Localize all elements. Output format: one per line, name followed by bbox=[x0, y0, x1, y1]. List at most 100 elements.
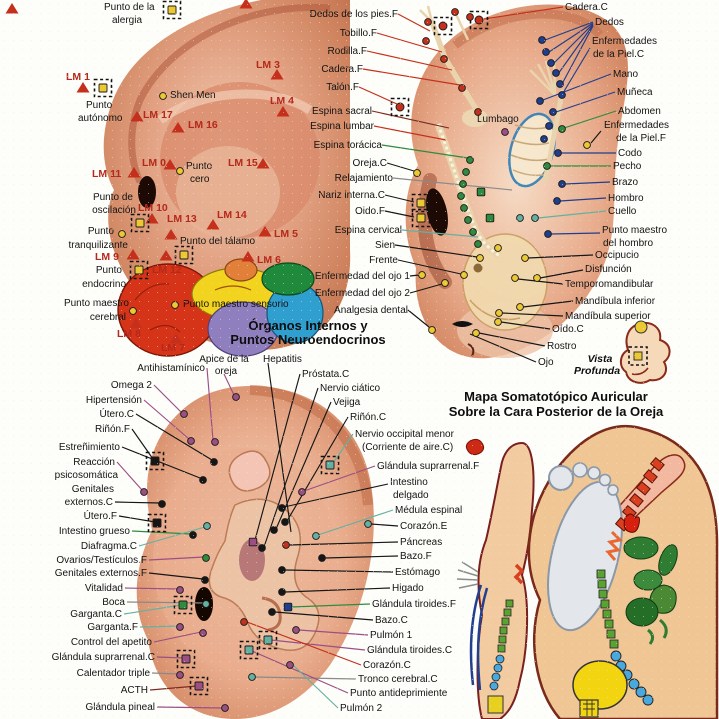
leader-line bbox=[409, 274, 420, 277]
section-title: Órganos Internos y bbox=[248, 318, 368, 333]
leader-line bbox=[366, 50, 453, 71]
point-label: Punto maestro bbox=[63, 298, 129, 309]
point-label: Nervio ciático bbox=[320, 383, 381, 394]
point-dot-marker bbox=[364, 520, 372, 528]
leader-line bbox=[288, 541, 399, 546]
point-label: Relajamiento bbox=[334, 173, 393, 184]
point-dot-marker bbox=[540, 135, 548, 143]
point-square-marker bbox=[179, 250, 189, 260]
leader-line bbox=[121, 446, 201, 479]
point-dot-marker bbox=[202, 600, 210, 608]
ear-back-map bbox=[527, 424, 719, 719]
point-dot-marker bbox=[282, 541, 290, 549]
point-label: psicosomática bbox=[54, 470, 118, 481]
leader-line bbox=[317, 509, 394, 536]
point-dot-marker bbox=[460, 204, 468, 212]
leader-line bbox=[469, 333, 537, 363]
landmark-triangle-marker bbox=[256, 158, 270, 169]
point-dot-marker bbox=[476, 254, 484, 262]
point-dot-marker bbox=[232, 393, 240, 401]
point-square-marker bbox=[98, 83, 108, 93]
point-dot-marker bbox=[140, 488, 148, 496]
leader-line bbox=[539, 269, 584, 279]
point-label: Codo bbox=[618, 148, 642, 159]
point-square-marker bbox=[263, 635, 273, 645]
point-dot-marker bbox=[544, 230, 552, 238]
landmark-triangle-marker bbox=[239, 0, 253, 9]
leader-line bbox=[371, 110, 450, 129]
point-dot-marker bbox=[521, 254, 529, 262]
point-dot-marker bbox=[189, 531, 197, 539]
point-label: Intestino bbox=[390, 477, 428, 488]
leader-line bbox=[148, 556, 205, 561]
point-label: Mandíbula superior bbox=[565, 311, 651, 322]
point-label: Apice de la bbox=[199, 354, 249, 365]
leader-line bbox=[370, 523, 399, 527]
brain-illustration bbox=[117, 258, 324, 357]
leader-line bbox=[483, 6, 564, 20]
dashed-box-marker bbox=[239, 640, 259, 660]
point-label: oreja bbox=[214, 366, 238, 377]
point-label: Estómago bbox=[395, 567, 441, 578]
point-label: Enfermedades bbox=[604, 120, 670, 131]
point-dot-marker bbox=[210, 458, 218, 466]
point-dot-marker bbox=[202, 554, 210, 562]
leader-line bbox=[384, 210, 415, 218]
point-label: Pulmón 1 bbox=[370, 630, 413, 641]
point-dot-marker bbox=[558, 125, 566, 133]
point-dot-marker bbox=[462, 168, 470, 176]
point-dot-marker bbox=[258, 544, 266, 552]
dashed-box-marker bbox=[162, 0, 182, 20]
landmark-triangle-marker bbox=[127, 167, 141, 178]
leader-line bbox=[223, 373, 235, 396]
point-dot-marker bbox=[281, 518, 289, 526]
leader-line bbox=[332, 433, 354, 464]
leader-line bbox=[562, 47, 591, 94]
point-dot-marker bbox=[536, 97, 544, 105]
landmark-label: LM 15 bbox=[228, 157, 258, 169]
point-dot-marker bbox=[201, 576, 209, 584]
leader-line bbox=[135, 413, 213, 461]
point-dot-marker bbox=[556, 80, 564, 88]
point-square-marker bbox=[283, 602, 293, 612]
point-label: Glándula pineal bbox=[85, 702, 156, 713]
point-dot-marker bbox=[240, 618, 248, 626]
point-label: Frente bbox=[369, 255, 398, 266]
landmark-triangle-marker bbox=[159, 250, 173, 261]
dashed-box-marker bbox=[147, 513, 167, 533]
point-dot-marker bbox=[176, 167, 184, 175]
point-dot-marker bbox=[533, 274, 541, 282]
point-label: Enfermedad del ojo 1 bbox=[314, 271, 410, 282]
point-label: Punto bbox=[87, 226, 114, 237]
leader-line bbox=[124, 587, 179, 590]
point-label: Riñón.F bbox=[94, 424, 130, 435]
point-label: Analgesia dental bbox=[334, 305, 408, 316]
leader-line bbox=[557, 24, 594, 75]
point-dot-marker bbox=[464, 216, 472, 224]
point-label: Nariz interna.C bbox=[318, 190, 385, 201]
dashed-box-marker bbox=[93, 78, 113, 98]
landmark-triangle-marker bbox=[206, 219, 220, 230]
point-label: Útero.F bbox=[83, 511, 117, 522]
leader-line bbox=[544, 21, 594, 41]
leader-line bbox=[542, 73, 612, 101]
leader-line bbox=[153, 384, 183, 414]
leader-line bbox=[246, 621, 362, 666]
point-dot-marker bbox=[531, 214, 539, 222]
section-title: Puntos Neuroendocrinos bbox=[230, 332, 386, 347]
point-dot-marker bbox=[472, 329, 480, 337]
point-label: Oreja.C bbox=[352, 158, 387, 169]
section-title: Sobre la Cara Posterior de la Oreja bbox=[448, 404, 664, 419]
point-label: Glándula suprarrenal.C bbox=[51, 652, 155, 663]
landmark-label: LM 3 bbox=[256, 59, 280, 71]
point-dot-marker bbox=[511, 274, 519, 282]
point-label: cero bbox=[190, 174, 210, 185]
point-dot-marker bbox=[457, 192, 465, 200]
vista-profunda-ear-icon bbox=[620, 320, 671, 384]
point-label: Antihistamínico bbox=[137, 363, 205, 374]
leader-line bbox=[292, 664, 339, 709]
point-label: endocrino bbox=[82, 279, 126, 290]
dashed-box-marker bbox=[174, 245, 194, 265]
point-label: Punto antideprimiente bbox=[350, 688, 448, 699]
